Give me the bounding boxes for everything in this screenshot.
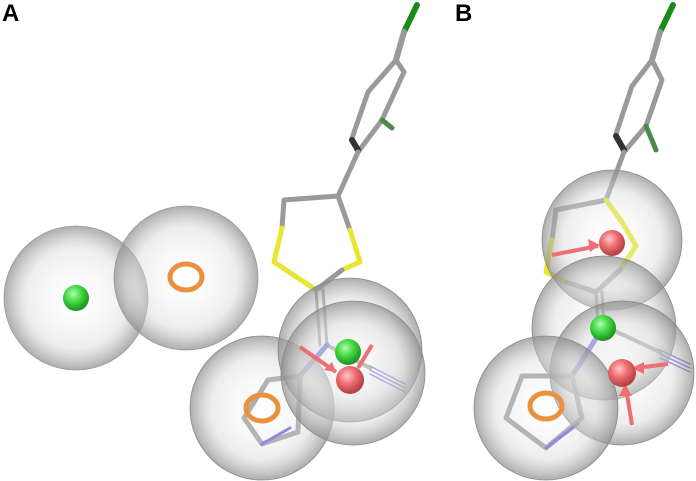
- panel-label-b: B: [455, 0, 473, 27]
- hydrophobic-feature-icon: [63, 285, 89, 311]
- panel-a: [3, 2, 426, 481]
- hydrophobic-feature-icon: [590, 315, 616, 341]
- acceptor-feature-icon: [336, 366, 364, 394]
- acceptor-feature-icon: [599, 230, 625, 256]
- aromatic-ring-icon: [243, 392, 281, 424]
- aromatic-ring-icon: [527, 390, 565, 422]
- hydrophobic-feature-icon: [335, 339, 361, 365]
- panel-b: [473, 2, 695, 481]
- panel-label-a: A: [2, 0, 20, 27]
- tolerance-sphere: [113, 205, 259, 351]
- acceptor-feature-icon: [608, 359, 636, 387]
- tolerance-sphere: [473, 335, 619, 481]
- aromatic-ring-icon: [167, 261, 205, 293]
